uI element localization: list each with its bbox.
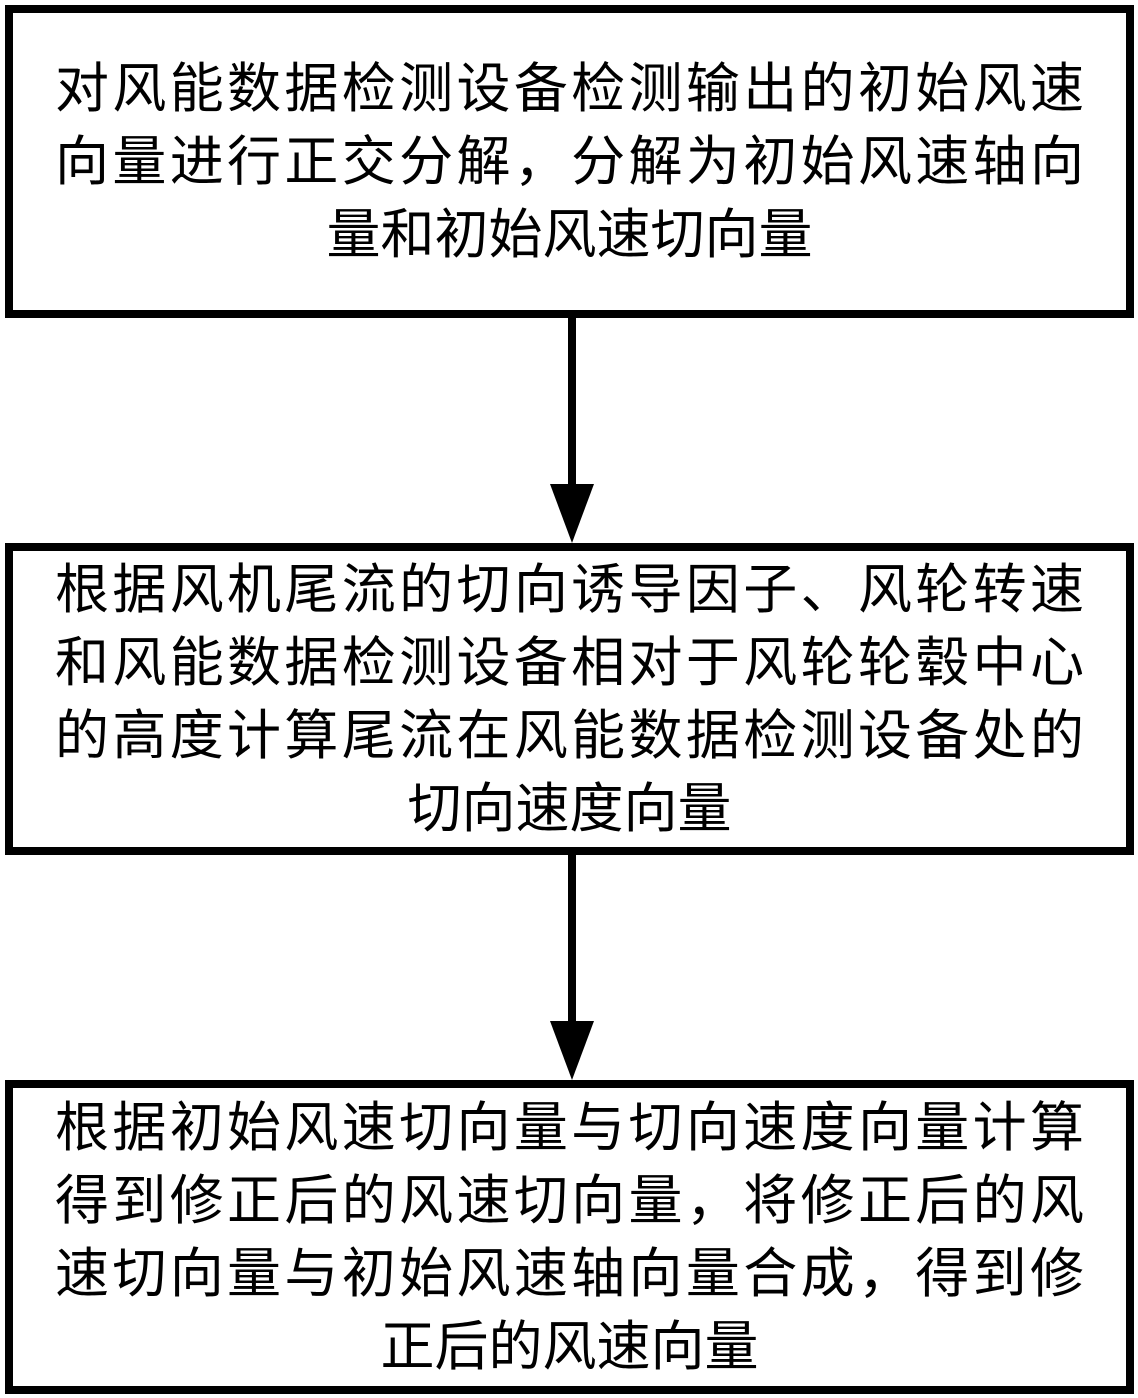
flow-step-3-line-4: 正后的风速向量 [380, 1315, 759, 1378]
arrow-shaft [568, 318, 576, 484]
flow-step-3-line-3: 速切向量与初始风速轴向量合成，得到修 [55, 1242, 1084, 1305]
arrow-shaft [568, 855, 576, 1021]
flow-step-2-line-4: 切向速度向量 [407, 777, 732, 840]
flow-step-1: 对风能数据检测设备检测输出的初始风速 向量进行正交分解，分解为初始风速轴向 量和… [5, 5, 1134, 318]
flow-step-3: 根据初始风速切向量与切向速度向量计算 得到修正后的风速切向量，将修正后的风 速切… [5, 1080, 1134, 1394]
flow-step-1-line-2: 向量进行正交分解，分解为初始风速轴向 [55, 130, 1084, 193]
arrow-down-icon [550, 484, 594, 543]
flow-step-3-line-1: 根据初始风速切向量与切向速度向量计算 [55, 1096, 1084, 1159]
flow-step-2: 根据风机尾流的切向诱导因子、风轮转速 和风能数据检测设备相对于风轮轮毂中心 的高… [5, 543, 1134, 855]
flow-step-1-line-1: 对风能数据检测设备检测输出的初始风速 [55, 57, 1084, 120]
flow-step-1-line-3: 量和初始风速切向量 [326, 203, 813, 266]
arrow-down-icon [550, 1021, 594, 1080]
flow-step-2-line-1: 根据风机尾流的切向诱导因子、风轮转速 [55, 558, 1084, 621]
flow-step-2-line-3: 的高度计算尾流在风能数据检测设备处的 [55, 704, 1084, 767]
flow-step-2-line-2: 和风能数据检测设备相对于风轮轮毂中心 [55, 631, 1084, 694]
flow-step-3-line-2: 得到修正后的风速切向量，将修正后的风 [55, 1169, 1084, 1232]
connector-arrow-1 [550, 318, 594, 543]
connector-arrow-2 [550, 855, 594, 1080]
